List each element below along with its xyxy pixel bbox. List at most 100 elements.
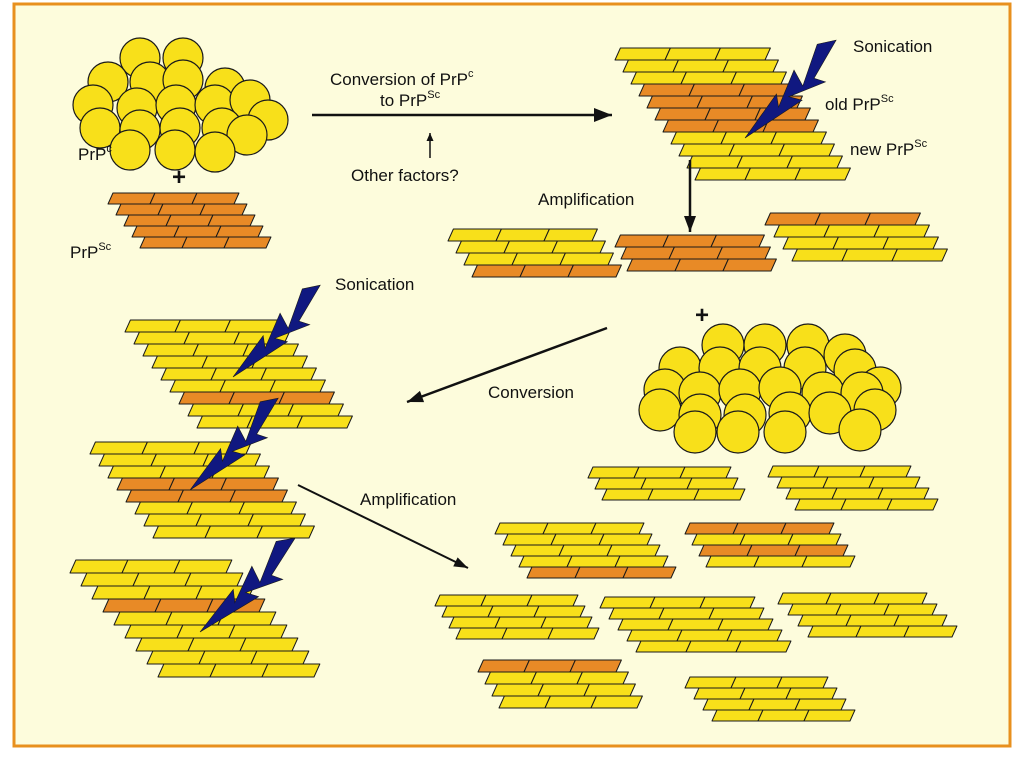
fibril-brick: [732, 522, 787, 535]
fibril-brick: [187, 637, 247, 652]
lightning-bolt-icon: [189, 397, 279, 491]
prpc-sphere: [109, 129, 151, 171]
fibril-brick: [477, 659, 530, 673]
fibril-brick: [864, 212, 921, 226]
fibril-brick: [891, 248, 948, 262]
fibril-brick: [782, 236, 839, 250]
fibril-brick: [873, 224, 930, 238]
fibril-brick: [614, 555, 669, 568]
fibril-brick: [135, 637, 195, 652]
fibril-brick: [646, 95, 703, 109]
fibril-brick: [134, 501, 193, 515]
fibril-brick: [620, 246, 675, 260]
fibril-brick: [698, 544, 753, 557]
fibril-brick: [728, 143, 785, 157]
fibril-brick: [448, 616, 501, 629]
fibril-brick: [757, 709, 810, 722]
fibril-brick: [455, 627, 508, 640]
fibril-brick: [157, 663, 217, 678]
arrow-head-icon: [426, 133, 434, 141]
fibril-brick: [739, 687, 792, 700]
sonication-top-label: Sonication: [853, 37, 932, 56]
fibril-brick: [494, 522, 549, 535]
fibril-brick: [791, 248, 848, 262]
fibril-brick: [668, 246, 723, 260]
fibril-brick: [511, 252, 566, 266]
fibril-brick: [296, 415, 353, 429]
sonication-bolts: [189, 39, 837, 633]
fibril-brick: [116, 477, 175, 491]
fibril-brick: [480, 594, 533, 607]
fibril-brick: [686, 155, 743, 169]
fibril-brick: [680, 71, 737, 85]
fibril-brick: [173, 225, 222, 238]
amplification-bottom-label: Amplification: [360, 490, 456, 509]
fibril-brick: [494, 616, 547, 629]
fibril-brick: [149, 192, 198, 205]
fibril-brick: [658, 607, 715, 620]
fibril-brick: [441, 605, 494, 618]
fibril-brick: [855, 625, 910, 638]
fibril-brick: [845, 614, 900, 627]
fibril-brick: [699, 596, 756, 609]
fibril-brick: [113, 611, 173, 626]
prpc-sphere: [673, 410, 717, 454]
fibril-brick: [739, 533, 794, 546]
fibril-brick: [542, 522, 597, 535]
fibril-brick: [746, 544, 801, 557]
fibril-brick: [518, 555, 573, 568]
fibril-brick: [753, 555, 808, 568]
old-prpsc-label: old PrPSc: [825, 93, 894, 114]
fibril-brick: [215, 225, 264, 238]
fibril-brick: [447, 228, 502, 242]
fibril-brick: [886, 498, 939, 511]
fibril-brick: [107, 465, 166, 479]
fibril-brick: [125, 489, 184, 503]
fibril-brick: [735, 640, 792, 653]
fibril-brick: [220, 477, 279, 491]
arrow-head-icon: [407, 390, 425, 403]
fibril-brick: [711, 709, 764, 722]
fibril-brick: [152, 525, 211, 539]
fibril-brick: [287, 403, 344, 417]
fibril-brick: [787, 533, 842, 546]
fibril-brick: [123, 214, 172, 227]
fibril-brick: [601, 488, 654, 501]
fibril-brick: [526, 594, 579, 607]
fibril-brick: [89, 441, 148, 455]
diagram-labels: PrPc + PrPSc Conversion of PrPc to PrPSc…: [70, 37, 932, 509]
fibril-brick: [133, 331, 190, 345]
fibril-brick: [801, 555, 856, 568]
fibril-brick: [693, 488, 746, 501]
conversion-title-line1: Conversion of PrPc: [330, 68, 474, 89]
fibril-brick: [526, 566, 581, 579]
sonication-middle-label: Sonication: [335, 275, 414, 294]
fibril-brick: [115, 203, 164, 216]
prpc-monomer-cluster: [72, 37, 289, 173]
fibril-brick: [146, 650, 206, 665]
fibril-brick: [551, 240, 606, 254]
fibril-brick: [559, 252, 614, 266]
fibril-brick: [547, 627, 600, 640]
lightning-bolt-icon: [232, 284, 321, 378]
fibril-brick: [260, 367, 317, 381]
arrow-head-icon: [453, 557, 468, 568]
fibril-brick: [471, 264, 526, 278]
fibril-brick: [455, 240, 510, 254]
fibril-brick: [708, 607, 765, 620]
fibril-brick: [797, 614, 852, 627]
fibril-brick: [893, 614, 948, 627]
fibril-brick: [762, 119, 819, 133]
prpc-sphere: [194, 131, 236, 173]
fibril-brick: [722, 59, 779, 73]
fibril-brick: [667, 618, 724, 631]
fibril-brick: [684, 522, 739, 535]
fibril-brick: [640, 477, 693, 490]
amplification-top-label: Amplification: [538, 190, 634, 209]
fibril-brick: [840, 498, 893, 511]
fibril-brick: [606, 544, 661, 557]
fibril-brick: [80, 572, 140, 587]
fibril-brick: [773, 224, 830, 238]
fibril-brick: [247, 513, 306, 527]
fibril-brick: [664, 47, 721, 61]
